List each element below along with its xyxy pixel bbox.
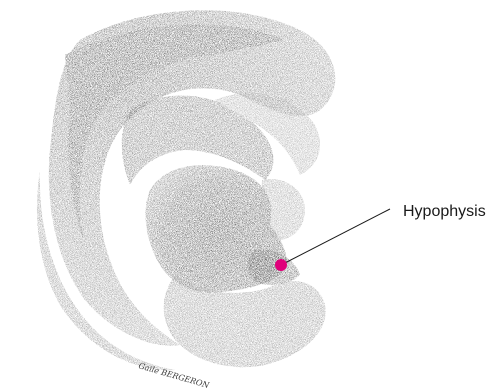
artist-signature: Gaile BERGERON: [137, 361, 211, 389]
hypophysis-label: Hypophysis: [403, 204, 486, 220]
ear-tragus: [260, 179, 305, 240]
hypophysis-point-marker[interactable]: [275, 259, 287, 271]
